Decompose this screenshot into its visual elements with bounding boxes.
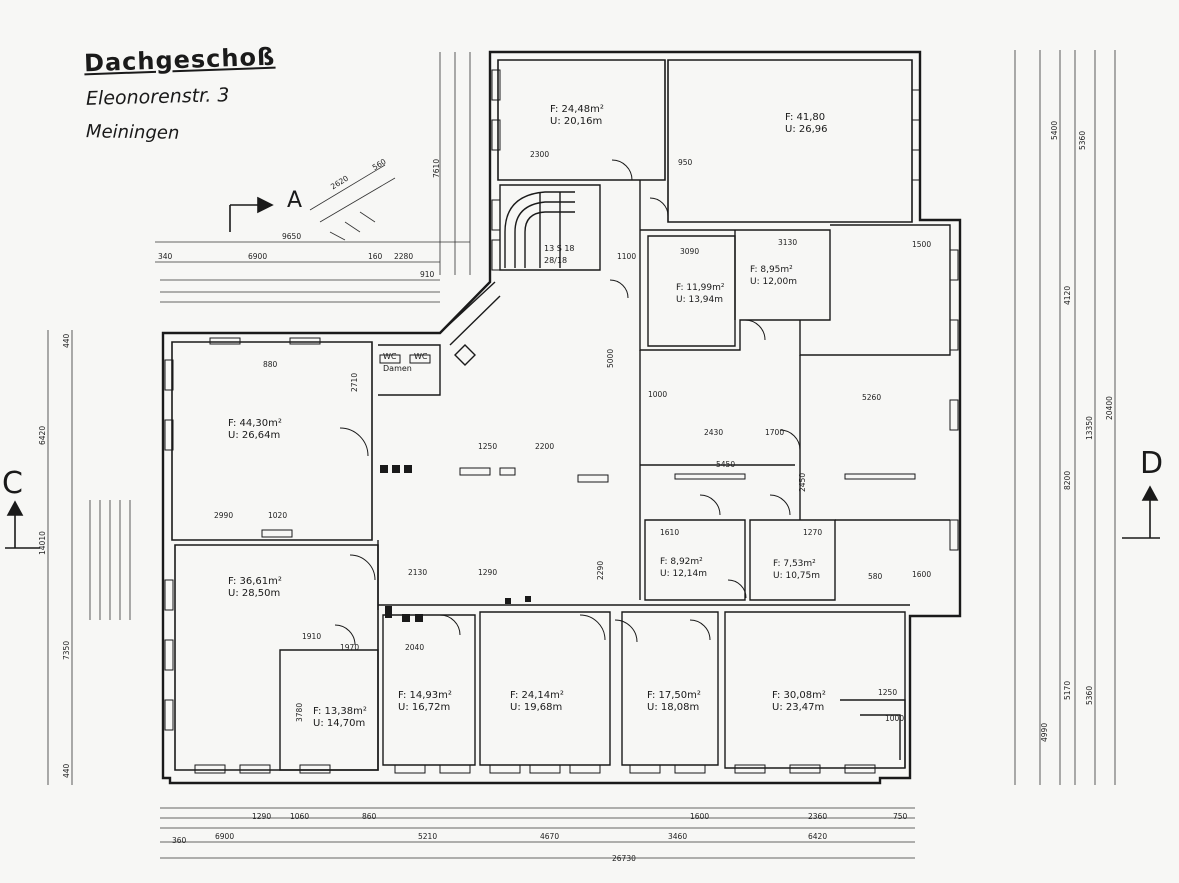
dimension: 910 — [420, 270, 435, 279]
dimension: 3780 — [295, 702, 304, 722]
dimension: 3130 — [778, 238, 798, 247]
dimension: 2430 — [704, 428, 724, 437]
dimension: 950 — [678, 158, 693, 167]
dimension: 2710 — [350, 372, 359, 392]
dimension: 5170 — [1063, 680, 1072, 700]
section-markers — [5, 196, 1160, 549]
dimension: 440 — [62, 333, 71, 348]
dimension: 1270 — [803, 528, 823, 537]
outer-walls — [161, 50, 962, 785]
dimension: 2200 — [535, 442, 555, 451]
damen-label: Damen — [383, 364, 412, 373]
address-city: Meiningen — [85, 121, 180, 144]
section-label-a: A — [287, 188, 303, 213]
dimension: 750 — [893, 812, 908, 821]
dimension: 5260 — [862, 393, 882, 402]
dimension: 26730 — [612, 854, 636, 863]
dimension: 2130 — [408, 568, 428, 577]
dimension-lines — [47, 50, 1116, 859]
dimension: 5450 — [716, 460, 736, 469]
dimension: 1970 — [340, 643, 360, 652]
interior-walls — [279, 159, 951, 771]
stairs-label: 13 S 18 28/18 — [544, 244, 575, 265]
dimension: 5000 — [606, 348, 615, 368]
wc-label: WC — [383, 352, 397, 361]
dimension: 2040 — [405, 643, 425, 652]
dimension: 1250 — [478, 442, 498, 451]
dimension: 4990 — [1040, 722, 1049, 742]
dimension: 580 — [868, 572, 883, 581]
dimension: 1250 — [878, 688, 898, 697]
dimension: 1290 — [252, 812, 272, 821]
dimension: 2450 — [798, 472, 807, 492]
dimension: 2290 — [596, 560, 605, 580]
dimension: 440 — [62, 763, 71, 778]
dimension: 1910 — [302, 632, 322, 641]
dimension: 6900 — [248, 252, 268, 261]
dimension: 20400 — [1105, 396, 1114, 420]
section-label-d: D — [1140, 446, 1164, 481]
address-street: Eleonorenstr. 3 — [85, 84, 230, 110]
dimension: 1000 — [648, 390, 668, 399]
dimension: 1700 — [765, 428, 785, 437]
dimension: 8200 — [1063, 470, 1072, 490]
dimension: 160 — [368, 252, 383, 261]
section-label-c: C — [2, 466, 23, 501]
dimension: 1600 — [690, 812, 710, 821]
dimension: 1600 — [912, 570, 932, 579]
dimension: 4670 — [540, 832, 560, 841]
dimension: 880 — [263, 360, 278, 369]
dimension: 6420 — [808, 832, 828, 841]
dimension: 1020 — [268, 511, 288, 520]
dimension: 1100 — [617, 252, 637, 261]
dimension: 2280 — [394, 252, 414, 261]
dimension: 6420 — [38, 425, 47, 445]
dimension: 3460 — [668, 832, 688, 841]
dimension: 3090 — [680, 247, 700, 256]
dimension: 1000 — [885, 714, 905, 723]
windows — [164, 69, 959, 774]
dimension: 360 — [172, 836, 187, 845]
columns — [261, 465, 916, 622]
dimension: 1060 — [290, 812, 310, 821]
dimension: 14010 — [38, 531, 47, 555]
dimension: 5360 — [1078, 130, 1087, 150]
dimension: 5360 — [1085, 685, 1094, 705]
dimension: 9650 — [282, 232, 302, 241]
dimension: 5210 — [418, 832, 438, 841]
dimension: 13350 — [1085, 416, 1094, 440]
wc-label: WC — [414, 352, 428, 361]
dimension: 1610 — [660, 528, 680, 537]
dimension: 2360 — [808, 812, 828, 821]
dimension: 1500 — [912, 240, 932, 249]
dimension: 2300 — [530, 150, 550, 159]
dimension: 6900 — [215, 832, 235, 841]
dimension: 4120 — [1063, 285, 1072, 305]
dimension: 7610 — [432, 158, 441, 178]
dimension: 860 — [362, 812, 377, 821]
dimension: 2990 — [214, 511, 234, 520]
dimension: 7350 — [62, 640, 71, 660]
dimension: 5400 — [1050, 120, 1059, 140]
dimension: 340 — [158, 252, 173, 261]
dimension: 1290 — [478, 568, 498, 577]
